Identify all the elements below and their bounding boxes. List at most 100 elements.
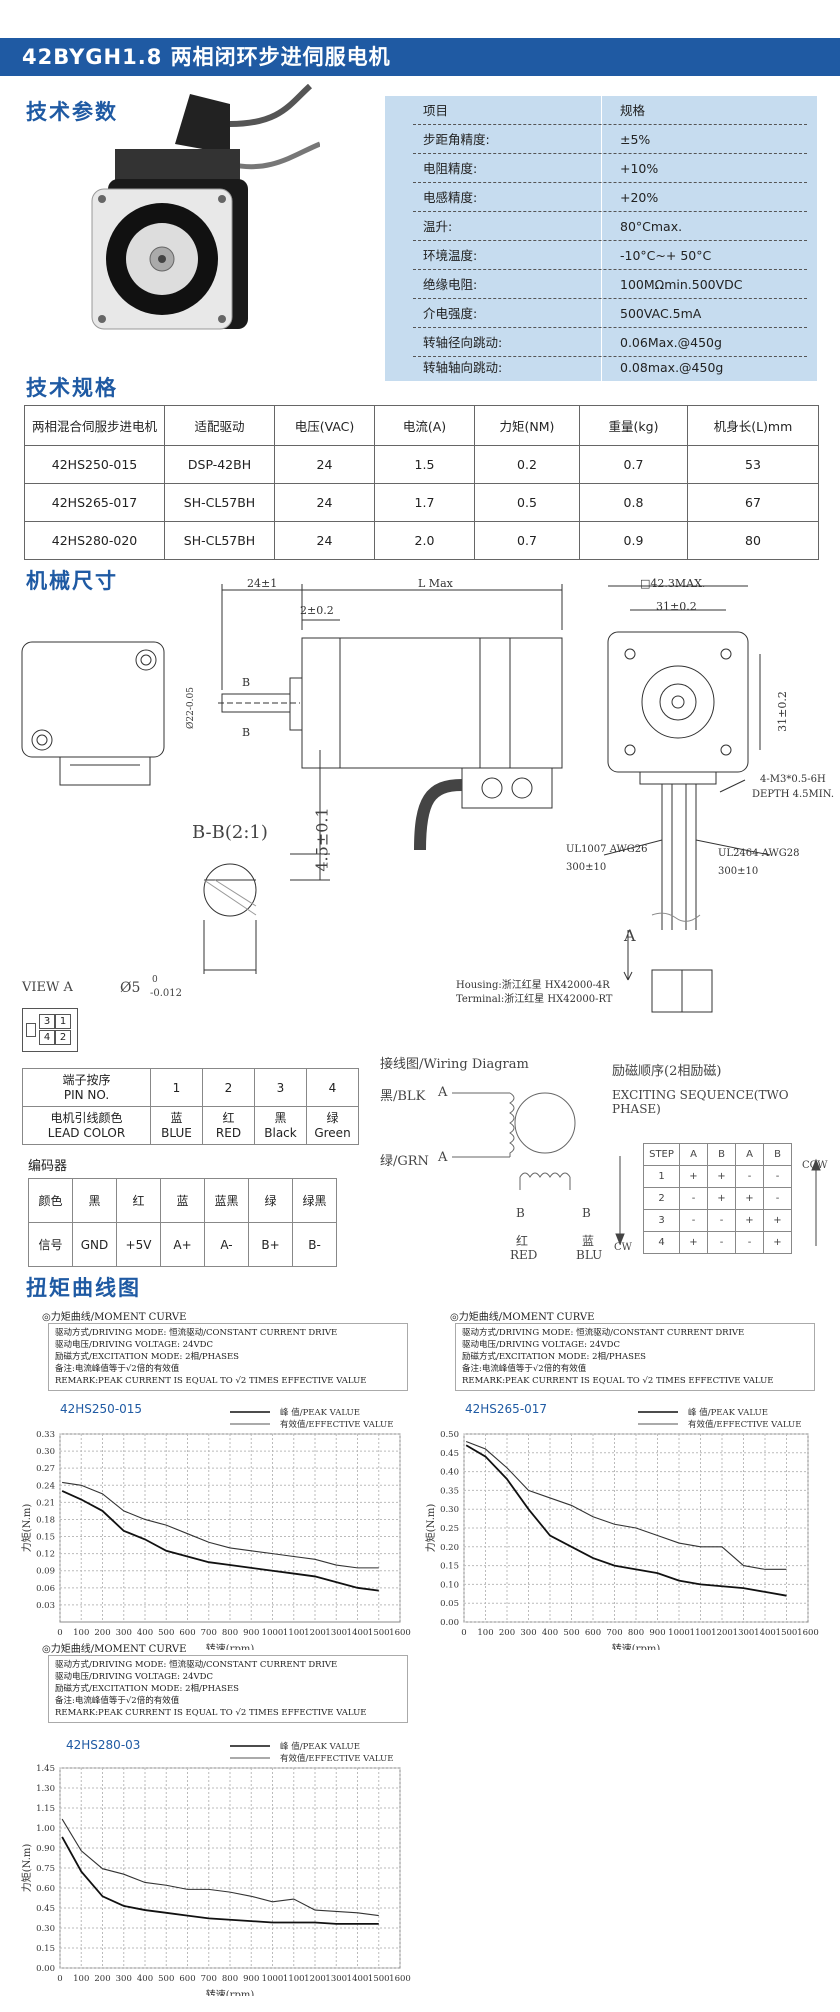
view-a-label: VIEW A <box>22 980 73 995</box>
params-panel: 项目规格 步距角精度:±5% 电阻精度:+10% 电感精度:+20% 温升:80… <box>385 96 817 381</box>
y-tick-label: 0.00 <box>36 1964 55 1974</box>
x-tick-label: 900 <box>243 1974 259 1984</box>
chart-title-2: 42HS265-017 <box>465 1402 548 1416</box>
x-tick-label: 1100 <box>283 1628 305 1638</box>
dim-5: Ø5 <box>120 980 141 996</box>
x-tick-label: 300 <box>116 1974 132 1984</box>
params-row: 电阻精度:+10% <box>385 154 817 183</box>
x-tick-label: 300 <box>116 1628 132 1638</box>
x-tick-label: 600 <box>179 1974 195 1984</box>
y-tick-label: 0.18 <box>36 1515 55 1525</box>
wiring-grn: 绿/GRN <box>380 1154 429 1169</box>
y-tick-label: 0.30 <box>36 1447 55 1457</box>
cable1-len: 300±10 <box>566 862 607 873</box>
series-line-effective <box>61 1490 379 1592</box>
y-tick-label: 0.33 <box>36 1430 55 1440</box>
page-title: 42BYGH1.8 两相闭环步进伺服电机 <box>0 38 840 76</box>
y-tick-label: 0.25 <box>440 1524 459 1534</box>
params-row: 温升:80°Cmax. <box>385 212 817 241</box>
x-tick-label: 1000 <box>262 1628 284 1638</box>
y-tick-label: 0.30 <box>36 1924 55 1934</box>
holes-note: 4-M3*0.5-6H <box>760 774 826 785</box>
legend-eff-label: 有效值/EFFECTIVE VALUE <box>280 1753 393 1764</box>
wiring-title: 接线图/Wiring Diagram <box>380 1057 529 1072</box>
section-bb-label: B-B(2:1) <box>192 822 268 843</box>
y-tick-label: 0.03 <box>36 1601 55 1611</box>
y-tick-label: 0.75 <box>36 1864 55 1874</box>
wiring-blk: 黑/BLK <box>380 1089 426 1104</box>
x-tick-label: 0 <box>57 1628 62 1638</box>
sequence-title-cn: 励磁顺序(2相励磁) <box>612 1064 722 1079</box>
x-tick-label: 1300 <box>325 1974 347 1984</box>
housing-note: Housing:浙江红星 HX42000-4R <box>456 980 610 991</box>
x-tick-label: 1400 <box>347 1974 369 1984</box>
series-line-effective <box>61 1836 379 1925</box>
connector-view: 3 1 4 2 <box>22 1008 78 1052</box>
curve-title-3: ◎力矩曲线/MOMENT CURVE <box>42 1644 187 1655</box>
x-tick-label: 500 <box>563 1628 579 1638</box>
y-tick-label: 0.20 <box>440 1543 459 1553</box>
sequence-arrows <box>615 1156 821 1246</box>
series-line-peak <box>61 1818 379 1917</box>
x-tick-label: 100 <box>477 1628 493 1638</box>
x-tick-label: 600 <box>179 1628 195 1638</box>
x-tick-label: 1600 <box>389 1974 411 1984</box>
wiring-blu-cn: 蓝 <box>582 1234 595 1248</box>
x-tick-label: 900 <box>649 1628 665 1638</box>
legend-eff-label: 有效值/EFFECTIVE VALUE <box>280 1419 393 1430</box>
dim-31-v: 31±0.2 <box>775 691 789 732</box>
y-tick-label: 0.60 <box>36 1884 55 1894</box>
x-tick-label: 1600 <box>797 1628 819 1638</box>
y-tick-label: 0.21 <box>36 1498 55 1508</box>
x-tick-label: 700 <box>201 1974 217 1984</box>
y-tick-label: 0.24 <box>36 1481 55 1491</box>
x-tick-label: 800 <box>222 1974 238 1984</box>
sequence-title-en: EXCITING SEQUENCE(TWO PHASE) <box>612 1088 789 1116</box>
y-tick-label: 0.45 <box>440 1449 459 1459</box>
x-tick-label: 1000 <box>668 1628 690 1638</box>
spec-header-row: 两相混合伺服步进电机 适配驱动 电压(VAC) 电流(A) 力矩(NM) 重量(… <box>24 405 819 446</box>
curve-info-3: 驱动方式/DRIVING MODE: 恒流驱动/CONSTANT CURRENT… <box>48 1655 408 1723</box>
legend-peak-label: 峰 值/PEAK VALUE <box>280 1741 360 1752</box>
motor-photo <box>91 84 320 330</box>
chart-title-1: 42HS250-015 <box>60 1402 143 1416</box>
curve-info-1: 驱动方式/DRIVING MODE: 恒流驱动/CONSTANT CURRENT… <box>48 1323 408 1391</box>
cable2-len: 300±10 <box>718 866 759 877</box>
x-tick-label: 400 <box>137 1974 153 1984</box>
depth-note: DEPTH 4.5MIN. <box>752 789 834 800</box>
terminal-note: Terminal:浙江红星 HX42000-RT <box>456 994 613 1005</box>
x-tick-label: 600 <box>585 1628 601 1638</box>
x-tick-label: 700 <box>606 1628 622 1638</box>
y-tick-label: 0.15 <box>36 1944 55 1954</box>
x-tick-label: 1600 <box>389 1628 411 1638</box>
y-tick-label: 0.12 <box>36 1550 55 1560</box>
legend-peak-label: 峰 值/PEAK VALUE <box>280 1407 360 1418</box>
wiring-a2: A <box>438 1150 448 1165</box>
section-spec-title: 技术规格 <box>26 376 118 400</box>
spec-table: 两相混合伺服步进电机 适配驱动 电压(VAC) 电流(A) 力矩(NM) 重量(… <box>24 405 819 560</box>
legend-peak-label: 峰 值/PEAK VALUE <box>688 1407 768 1418</box>
wiring-b2: B <box>582 1206 591 1220</box>
x-tick-label: 100 <box>73 1974 89 1984</box>
params-row: 转轴轴向跳动:0.08max.@450g <box>423 360 724 375</box>
x-tick-label: 800 <box>628 1628 644 1638</box>
x-tick-label: 1200 <box>304 1974 326 1984</box>
y-tick-label: 0.06 <box>36 1584 55 1594</box>
y-tick-label: 0.50 <box>440 1430 459 1440</box>
x-tick-label: 1300 <box>733 1628 755 1638</box>
wiring-b1: B <box>516 1206 525 1220</box>
x-axis-label: 转速(rpm) <box>612 1642 661 1650</box>
encoder-title: 编码器 <box>28 1159 68 1174</box>
section-mech-title: 机械尺寸 <box>26 569 118 593</box>
